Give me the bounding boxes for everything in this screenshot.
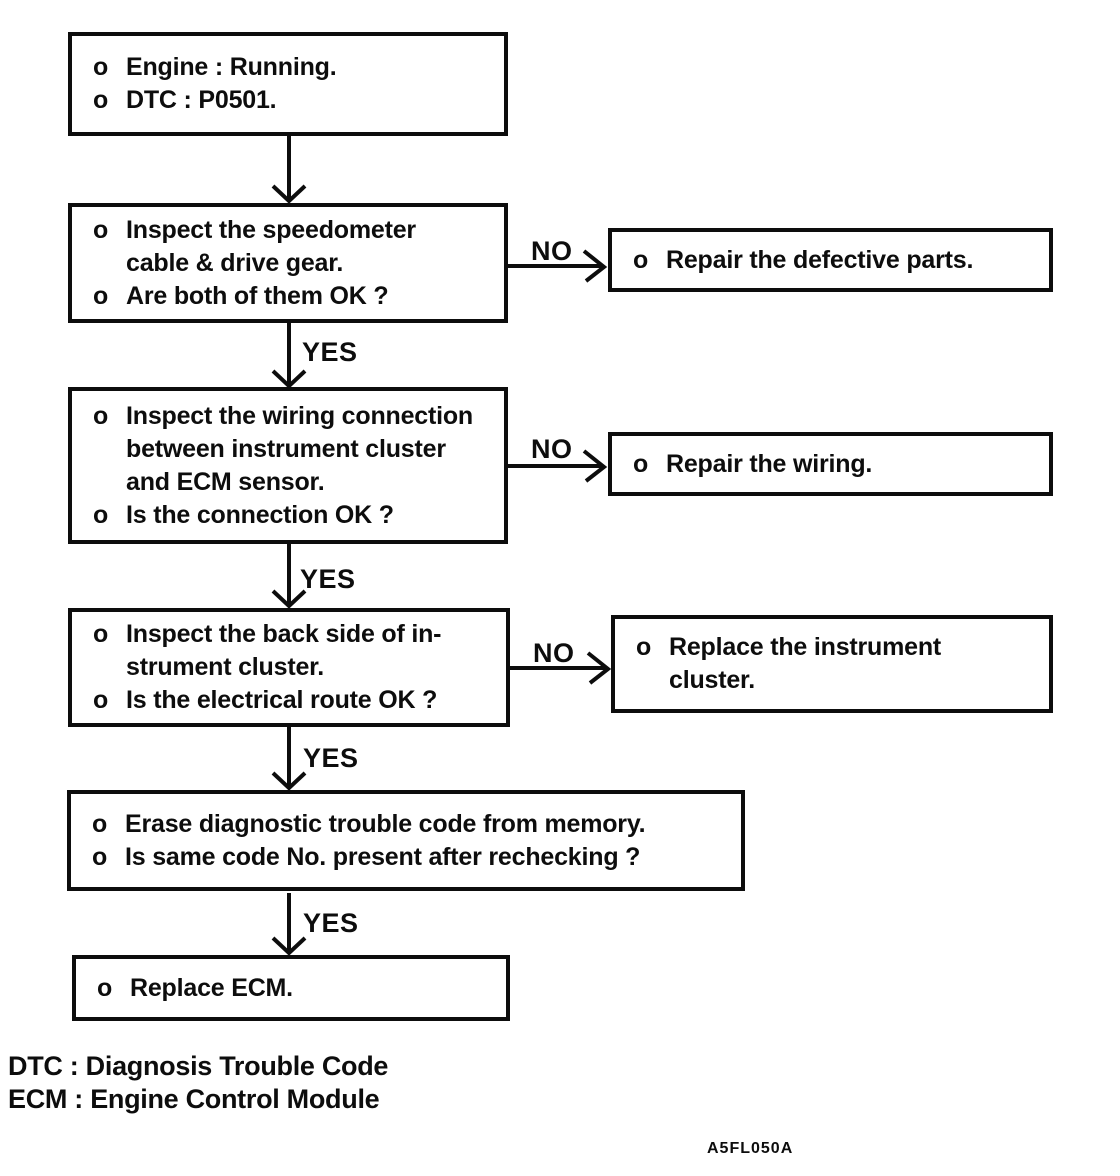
bullet-marker: o xyxy=(93,86,109,114)
node-text-line: Repair the wiring. xyxy=(666,449,873,478)
node-bullet-item: o Repair the wiring. xyxy=(612,448,1041,481)
flow-node-replace-ecm: o Replace ECM. xyxy=(72,955,510,1021)
flow-node-start: o Engine : Running. o DTC : P0501. xyxy=(68,32,508,136)
arrowhead-right-icon xyxy=(586,651,612,685)
yes-label-2: YES xyxy=(300,564,356,594)
flow-node-repair-parts: o Repair the defective parts. xyxy=(608,228,1053,292)
bullet-marker: o xyxy=(633,245,649,274)
node-bullet-item: o Are both of them OK ? xyxy=(72,280,496,313)
bullet-marker: o xyxy=(93,620,109,648)
node-text-line: Is the connection OK ? xyxy=(126,500,394,529)
node-text-line: Erase diagnostic trouble code from memor… xyxy=(125,809,646,838)
bullet-marker: o xyxy=(93,686,109,714)
node-bullet-item: o DTC : P0501. xyxy=(72,84,496,117)
node-bullet-item: o Is the electrical route OK ? xyxy=(72,684,498,717)
node-bullet-item: o Inspect the back side of in- strument … xyxy=(72,618,498,684)
node-text-line: Is the electrical route OK ? xyxy=(126,686,438,714)
abbreviation-legend: DTC : Diagnosis Trouble Code ECM : Engin… xyxy=(8,1050,388,1116)
arrowhead-down-icon xyxy=(271,369,307,389)
bullet-marker: o xyxy=(93,500,109,529)
node-text-line: Are both of them OK ? xyxy=(126,281,389,310)
bullet-marker: o xyxy=(93,281,109,310)
arrowhead-down-icon xyxy=(271,589,307,609)
no-label-2: NO xyxy=(531,434,573,464)
node-text-line: strument cluster. xyxy=(126,653,325,681)
node-text-line: Is same code No. present after recheckin… xyxy=(125,842,641,871)
flow-node-erase-code: o Erase diagnostic trouble code from mem… xyxy=(67,790,745,891)
node-bullet-item: o Erase diagnostic trouble code from mem… xyxy=(71,808,733,841)
node-bullet-item: o Replace the instrument cluster. xyxy=(615,631,1041,697)
no-label-3: NO xyxy=(533,638,575,668)
bullet-marker: o xyxy=(97,973,113,1002)
node-text-line: Engine : Running. xyxy=(126,53,337,81)
node-bullet-item: o Engine : Running. xyxy=(72,51,496,84)
flow-node-check-cluster: o Inspect the back side of in- strument … xyxy=(68,608,510,727)
arrowhead-down-icon xyxy=(271,936,307,956)
node-text-line: cluster. xyxy=(669,666,755,694)
node-bullet-item: o Is same code No. present after recheck… xyxy=(71,841,733,874)
legend-line-ecm: ECM : Engine Control Module xyxy=(8,1084,380,1114)
node-text-line: Inspect the wiring connection xyxy=(126,401,474,430)
figure-code: A5FL050A xyxy=(707,1140,794,1157)
node-bullet-item: o Inspect the wiring connection between … xyxy=(72,400,496,499)
arrowhead-right-icon xyxy=(582,249,608,283)
flow-node-check-wiring: o Inspect the wiring connection between … xyxy=(68,387,508,544)
flow-node-repair-wiring: o Repair the wiring. xyxy=(608,432,1053,496)
node-text-line: Inspect the back side of in- xyxy=(126,620,442,648)
node-text-line: Replace the instrument xyxy=(669,633,942,661)
arrowhead-right-icon xyxy=(582,449,608,483)
yes-label-3: YES xyxy=(303,743,359,773)
legend-line-dtc: DTC : Diagnosis Trouble Code xyxy=(8,1051,389,1081)
yes-label-1: YES xyxy=(302,337,358,367)
bullet-marker: o xyxy=(93,401,109,430)
node-text-line: between instrument cluster xyxy=(126,434,446,463)
yes-label-4: YES xyxy=(303,908,359,938)
bullet-marker: o xyxy=(92,809,108,838)
node-bullet-item: o Is the connection OK ? xyxy=(72,499,496,532)
bullet-marker: o xyxy=(636,633,652,661)
node-text-line: Repair the defective parts. xyxy=(666,245,974,274)
bullet-marker: o xyxy=(633,449,649,478)
node-bullet-item: o Inspect the speedometer cable & drive … xyxy=(72,214,496,280)
node-bullet-item: o Repair the defective parts. xyxy=(612,244,1041,277)
node-text-line: cable & drive gear. xyxy=(126,248,344,277)
node-text-line: Replace ECM. xyxy=(130,973,293,1002)
no-label-1: NO xyxy=(531,236,573,266)
flow-node-replace-cluster: o Replace the instrument cluster. xyxy=(611,615,1053,713)
arrowhead-down-icon xyxy=(271,184,307,204)
arrowhead-down-icon xyxy=(271,771,307,791)
node-text-line: Inspect the speedometer xyxy=(126,215,416,244)
bullet-marker: o xyxy=(93,53,109,81)
flow-node-check-speedometer: o Inspect the speedometer cable & drive … xyxy=(68,203,508,323)
bullet-marker: o xyxy=(92,842,108,871)
bullet-marker: o xyxy=(93,215,109,244)
node-text-line: and ECM sensor. xyxy=(126,467,325,496)
node-bullet-item: o Replace ECM. xyxy=(76,972,498,1005)
node-text-line: DTC : P0501. xyxy=(126,86,277,114)
